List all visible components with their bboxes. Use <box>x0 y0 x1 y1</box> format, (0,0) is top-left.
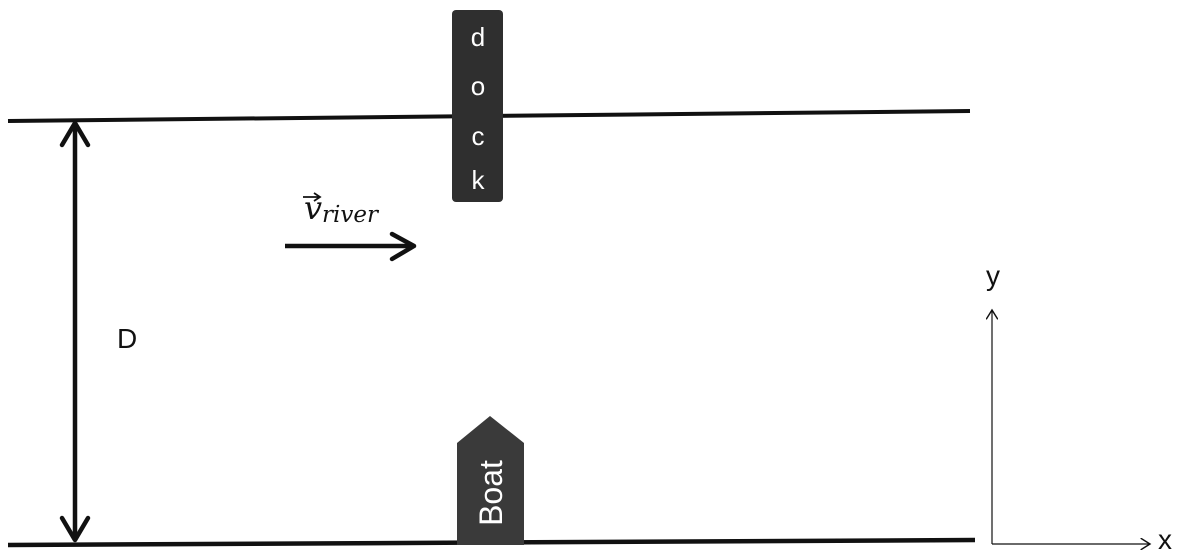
dock-letter-c: c <box>472 121 485 151</box>
coordinate-axes <box>992 310 1150 544</box>
boat-label: Boat <box>473 460 509 526</box>
x-axis-label: x <box>1158 524 1172 550</box>
velocity-subscript: river <box>322 202 380 228</box>
vector-arrow-accent <box>303 192 322 202</box>
dock-body <box>452 10 503 202</box>
dock-letter-o: o <box>471 71 485 101</box>
distance-double-arrow <box>59 120 91 543</box>
dock-letter-d: d <box>471 22 485 52</box>
dock: d o c k <box>452 10 503 202</box>
river-velocity-label: v river <box>303 189 380 228</box>
distance-label: D <box>117 323 137 354</box>
dock-letter-k: k <box>472 165 486 195</box>
velocity-symbol: v <box>304 189 322 227</box>
boat: Boat <box>457 416 524 545</box>
boat-body <box>457 416 524 545</box>
river-flow-arrow <box>285 231 417 262</box>
y-axis-label: y <box>986 260 1000 291</box>
